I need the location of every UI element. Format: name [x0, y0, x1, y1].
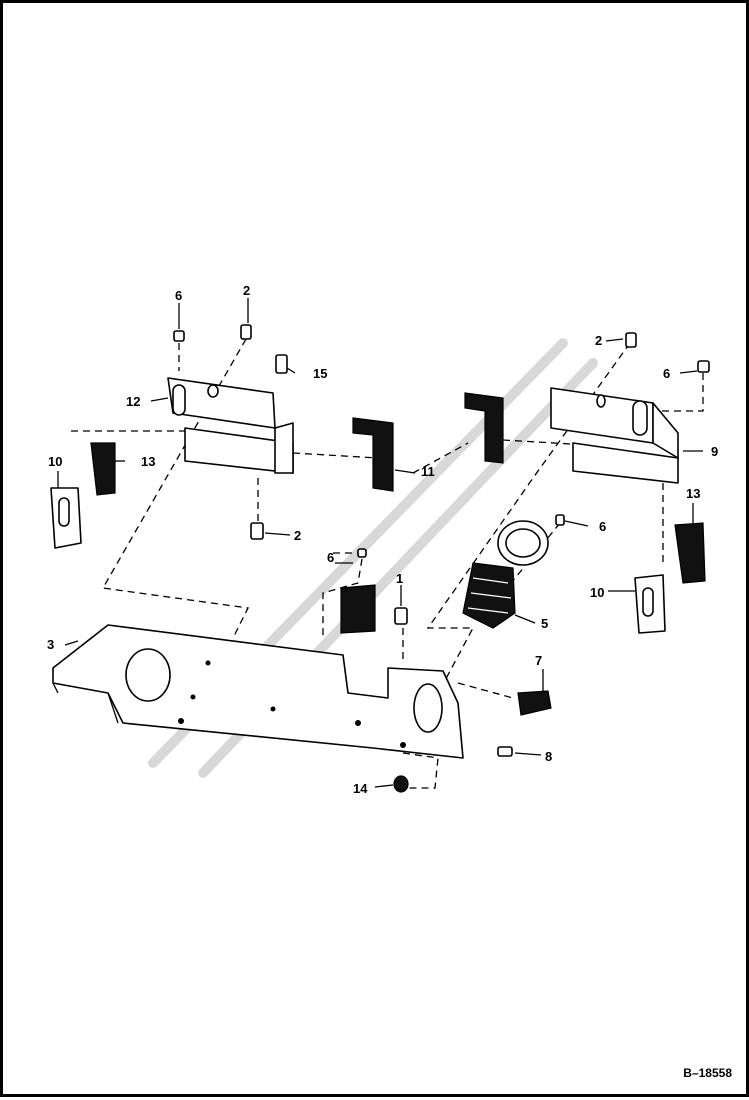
- assembly-lines: [71, 338, 704, 789]
- callouts: 6 2 15 12 10 13 2 11 2 6 9 13 6 10 6 1 5…: [47, 283, 718, 796]
- figure-id: B–18558: [683, 1066, 732, 1080]
- boot-icon: [462, 562, 516, 629]
- callout-10: 10: [48, 454, 62, 469]
- callout-3: 3: [47, 637, 54, 652]
- callout-2: 2: [595, 333, 602, 348]
- exploded-parts-diagram: 6 2 15 12 10 13 2 11 2 6 9 13 6 10 6 1 5…: [47, 283, 718, 796]
- bushing-icon: [340, 392, 504, 634]
- callout-9: 9: [711, 444, 718, 459]
- bracket-right-icon: [550, 387, 679, 484]
- callout-6: 6: [599, 519, 606, 534]
- plate-icon: [52, 624, 464, 759]
- callout-6: 6: [327, 550, 334, 565]
- callout-12: 12: [126, 394, 140, 409]
- nut-icon: [393, 775, 409, 793]
- callout-14: 14: [353, 781, 368, 796]
- gasket-icon: [497, 520, 549, 566]
- leader-lines: [57, 298, 703, 788]
- callout-2: 2: [243, 283, 250, 298]
- callout-5: 5: [541, 616, 548, 631]
- callout-6: 6: [175, 288, 182, 303]
- callout-7: 7: [535, 653, 542, 668]
- callout-10: 10: [590, 585, 604, 600]
- callout-8: 8: [545, 749, 552, 764]
- bolt-icon: [173, 324, 710, 757]
- callout-13: 13: [686, 486, 700, 501]
- callout-11: 11: [421, 464, 435, 479]
- callout-2: 2: [294, 528, 301, 543]
- bracket-left-icon: [167, 377, 294, 474]
- callout-15: 15: [313, 366, 327, 381]
- callout-13: 13: [141, 454, 155, 469]
- callout-6: 6: [663, 366, 670, 381]
- wear-pad-icon: [50, 442, 706, 716]
- callout-1: 1: [396, 571, 403, 586]
